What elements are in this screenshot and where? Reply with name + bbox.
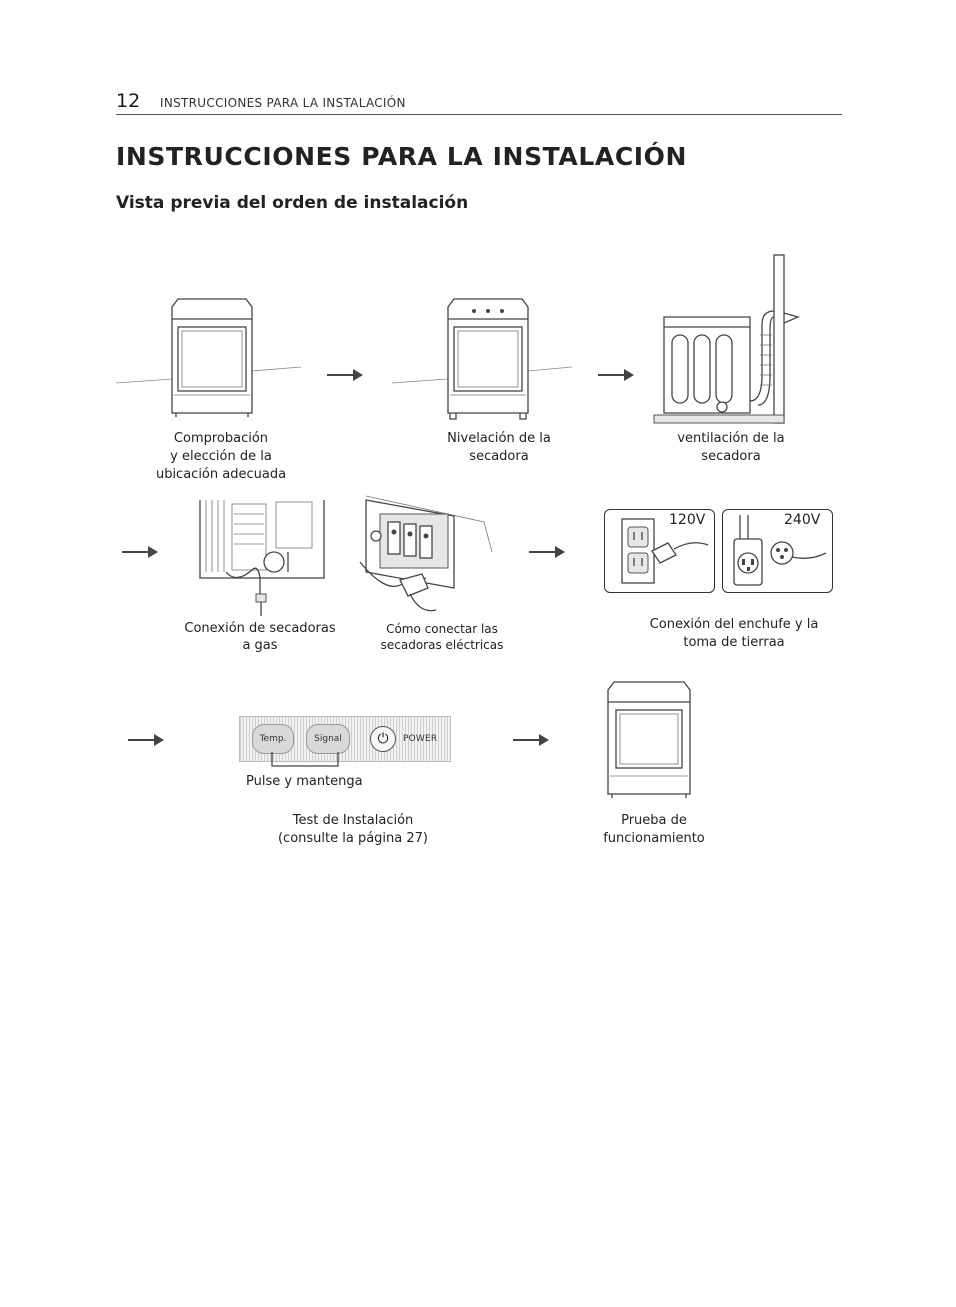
voltage-240v-label: 240V xyxy=(784,512,820,528)
page-title: INSTRUCCIONES PARA LA INSTALACIÓN xyxy=(116,142,687,171)
arrow-right-icon xyxy=(529,546,565,558)
dryer-venting-illustration xyxy=(650,255,810,425)
power-label: POWER xyxy=(403,734,437,744)
press-hold-bracket xyxy=(270,752,340,770)
signal-button[interactable]: Signal xyxy=(306,724,350,754)
caption-install-test: Test de Instalación(consulte la página 2… xyxy=(253,812,453,848)
running-header: 12 INSTRUCCIONES PARA LA INSTALACIÓN xyxy=(116,90,842,115)
gas-connection-illustration xyxy=(196,500,331,618)
dryer-location-illustration xyxy=(116,295,306,425)
temp-button[interactable]: Temp. xyxy=(252,724,294,754)
dryer-icon xyxy=(600,680,700,804)
arrow-right-icon xyxy=(327,369,363,381)
press-hold-label: Pulse y mantenga xyxy=(246,774,363,789)
dryer-leveling-illustration xyxy=(392,295,582,425)
power-icon: ⏻ xyxy=(377,731,388,747)
plug-icon xyxy=(652,543,708,563)
arrow-right-icon xyxy=(598,369,634,381)
electric-connection-illustration xyxy=(356,492,506,616)
section-subtitle: Vista previa del orden de instalación xyxy=(116,193,468,213)
plug-icon xyxy=(771,542,826,564)
voltage-120v-label: 120V xyxy=(669,512,705,528)
page-number: 12 xyxy=(116,90,140,112)
arrow-right-icon xyxy=(513,734,549,746)
power-button[interactable]: ⏻ xyxy=(370,726,396,752)
arrow-right-icon xyxy=(128,734,164,746)
running-title: INSTRUCCIONES PARA LA INSTALACIÓN xyxy=(160,96,406,110)
arrow-right-icon xyxy=(122,546,158,558)
